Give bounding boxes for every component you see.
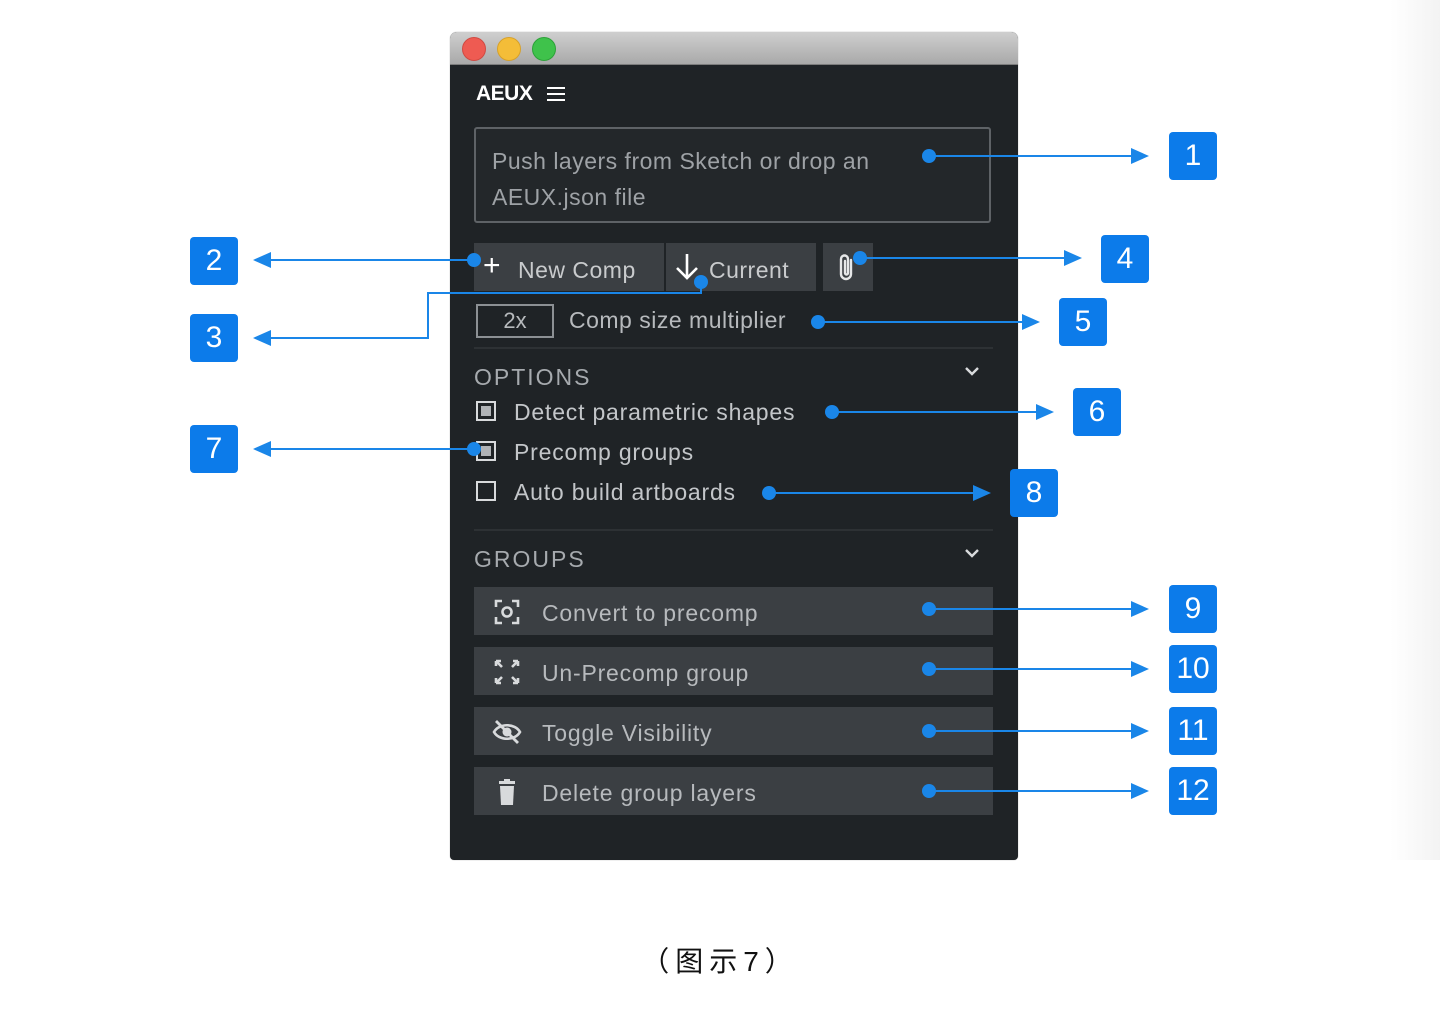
arrow-right-icon bbox=[1131, 148, 1149, 164]
callout-line bbox=[270, 448, 474, 450]
callout-line bbox=[818, 321, 1024, 323]
callout-line bbox=[427, 292, 429, 339]
arrow-down-icon bbox=[676, 254, 698, 280]
eye-off-icon bbox=[492, 720, 522, 744]
arrow-right-icon bbox=[1131, 601, 1149, 617]
expand-arrows-icon bbox=[494, 659, 520, 685]
toggle-visibility-button[interactable]: Toggle Visibility bbox=[474, 707, 993, 755]
callout-line bbox=[270, 259, 474, 261]
option-label: Precomp groups bbox=[514, 439, 694, 465]
group-button-label: Toggle Visibility bbox=[542, 720, 713, 746]
callout-line bbox=[929, 790, 1133, 792]
comp-size-multiplier-input[interactable]: 2x bbox=[476, 304, 554, 338]
un-precomp-group-button[interactable]: Un-Precomp group bbox=[474, 647, 993, 695]
trash-icon bbox=[499, 779, 515, 805]
arrow-right-icon bbox=[1064, 250, 1082, 266]
option-detect-parametric-shapes[interactable]: Detect parametric shapes bbox=[476, 399, 836, 427]
option-precomp-groups[interactable]: Precomp groups bbox=[476, 439, 736, 467]
callout-badge-12: 12 bbox=[1169, 767, 1217, 815]
callout-badge-3: 3 bbox=[190, 314, 238, 362]
option-auto-build-artboards[interactable]: Auto build artboards bbox=[476, 479, 776, 507]
options-section-title: OPTIONS bbox=[474, 364, 592, 390]
callout-line bbox=[929, 608, 1133, 610]
new-comp-button[interactable]: + New Comp bbox=[474, 243, 664, 291]
checkbox[interactable] bbox=[476, 401, 496, 421]
close-window-button[interactable] bbox=[462, 37, 486, 61]
aeux-panel-window: AEUX Push layers from Sketch or drop an … bbox=[450, 32, 1018, 860]
arrow-left-icon bbox=[253, 252, 271, 268]
option-label: Auto build artboards bbox=[514, 479, 736, 505]
page-edge-shade bbox=[1390, 0, 1440, 860]
arrow-right-icon bbox=[1131, 783, 1149, 799]
callout-line bbox=[769, 492, 974, 494]
chevron-down-icon[interactable] bbox=[963, 544, 981, 562]
arrow-right-icon bbox=[1036, 404, 1054, 420]
minimize-window-button[interactable] bbox=[497, 37, 521, 61]
focus-frame-icon bbox=[494, 599, 520, 625]
attach-file-button[interactable] bbox=[823, 243, 873, 291]
comp-size-multiplier-label: Comp size multiplier bbox=[569, 307, 787, 333]
callout-badge-5: 5 bbox=[1059, 298, 1107, 346]
option-label: Detect parametric shapes bbox=[514, 399, 796, 425]
callout-line bbox=[832, 411, 1037, 413]
arrow-left-icon bbox=[253, 441, 271, 457]
arrow-right-icon bbox=[1022, 314, 1040, 330]
callout-badge-11: 11 bbox=[1169, 707, 1217, 755]
arrow-right-icon bbox=[1131, 661, 1149, 677]
chevron-down-icon[interactable] bbox=[963, 362, 981, 380]
group-button-label: Delete group layers bbox=[542, 780, 757, 806]
paperclip-icon bbox=[839, 254, 853, 281]
callout-line bbox=[860, 257, 1066, 259]
callout-line bbox=[270, 337, 429, 339]
checkbox[interactable] bbox=[476, 481, 496, 501]
callout-badge-4: 4 bbox=[1101, 235, 1149, 283]
callout-line bbox=[700, 282, 702, 294]
callout-line bbox=[427, 292, 702, 294]
group-button-label: Un-Precomp group bbox=[542, 660, 750, 686]
callout-dot bbox=[467, 253, 481, 267]
divider bbox=[474, 529, 993, 531]
current-comp-button[interactable]: Current bbox=[666, 243, 816, 291]
callout-badge-10: 10 bbox=[1169, 645, 1217, 693]
zoom-window-button[interactable] bbox=[532, 37, 556, 61]
callout-line bbox=[929, 730, 1133, 732]
arrow-right-icon bbox=[973, 485, 991, 501]
arrow-right-icon bbox=[1131, 723, 1149, 739]
callout-dot bbox=[467, 442, 481, 456]
group-button-label: Convert to precomp bbox=[542, 600, 759, 626]
current-label: Current bbox=[709, 257, 790, 283]
figure-caption: （图示7） bbox=[641, 946, 799, 977]
convert-to-precomp-button[interactable]: Convert to precomp bbox=[474, 587, 993, 635]
callout-badge-9: 9 bbox=[1169, 585, 1217, 633]
divider bbox=[474, 347, 993, 349]
callout-badge-2: 2 bbox=[190, 237, 238, 285]
window-titlebar[interactable] bbox=[450, 32, 1018, 65]
arrow-left-icon bbox=[253, 330, 271, 346]
plus-icon: + bbox=[483, 249, 502, 282]
callout-badge-7: 7 bbox=[190, 425, 238, 473]
callout-badge-1: 1 bbox=[1169, 132, 1217, 180]
callout-badge-8: 8 bbox=[1010, 469, 1058, 517]
menu-icon[interactable] bbox=[547, 87, 565, 101]
callout-line bbox=[929, 155, 1133, 157]
groups-section-title: GROUPS bbox=[474, 546, 586, 572]
callout-line bbox=[929, 668, 1133, 670]
app-title: AEUX bbox=[476, 82, 533, 105]
drop-zone[interactable]: Push layers from Sketch or drop an AEUX.… bbox=[474, 127, 991, 223]
new-comp-label: New Comp bbox=[518, 257, 636, 283]
callout-badge-6: 6 bbox=[1073, 388, 1121, 436]
delete-group-layers-button[interactable]: Delete group layers bbox=[474, 767, 993, 815]
